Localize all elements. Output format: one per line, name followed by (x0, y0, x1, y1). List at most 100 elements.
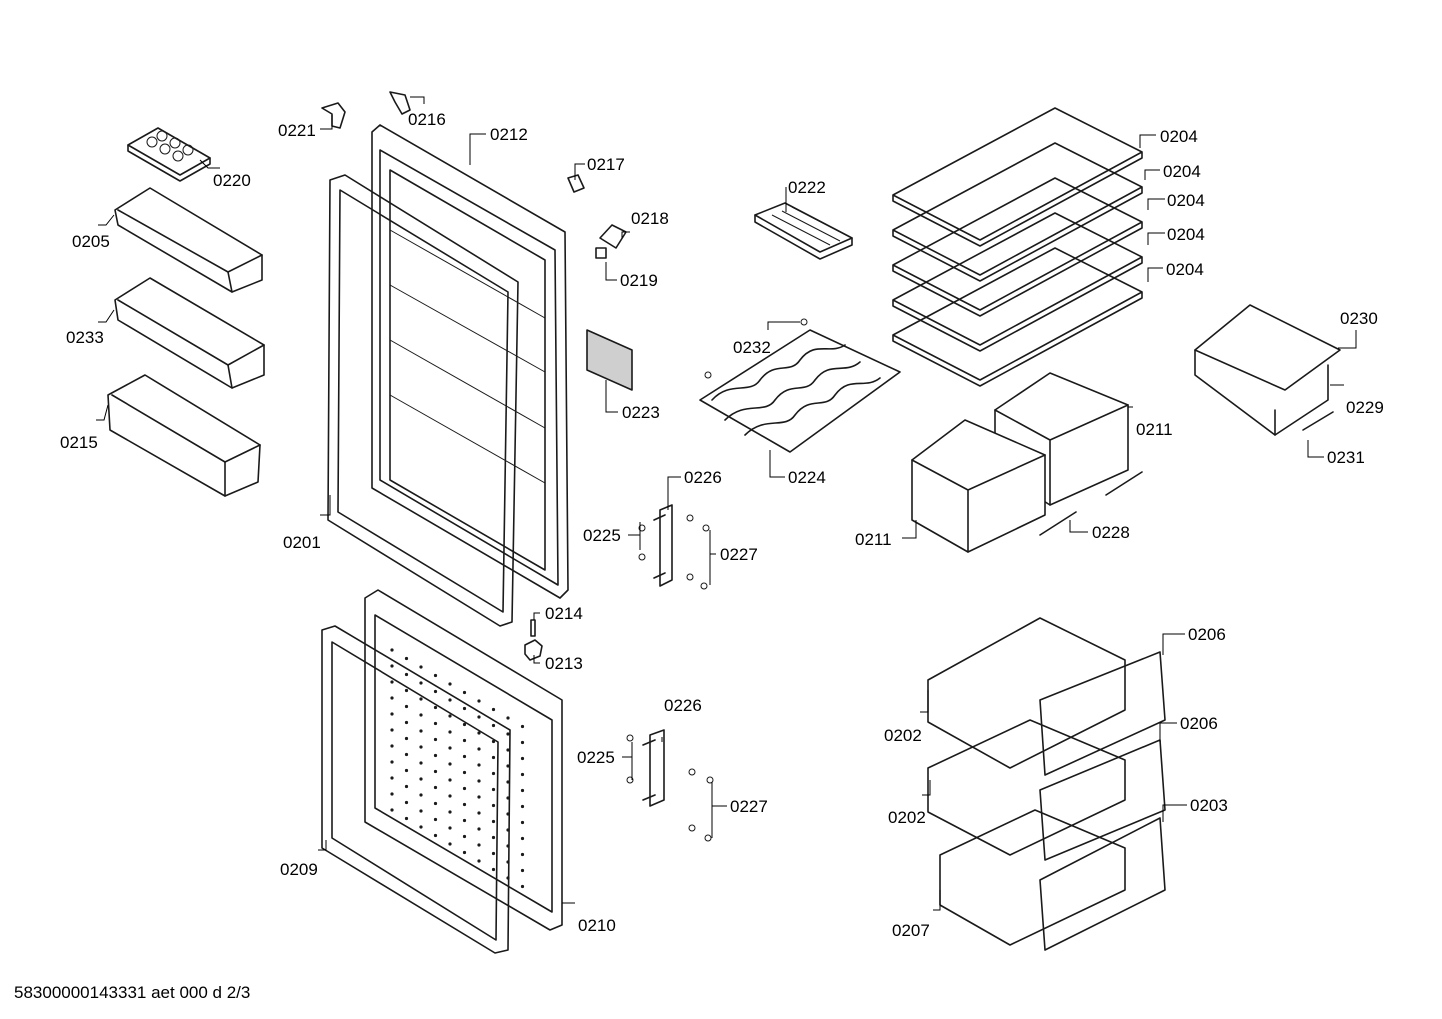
door-dot (404, 816, 409, 821)
callout-label-0211a: 0211 (1136, 420, 1173, 439)
door-dot (462, 818, 467, 823)
callout-leader-line (709, 530, 716, 555)
door-dot (477, 763, 481, 767)
door-dot (390, 664, 394, 668)
callout-leader-line (1162, 633, 1185, 655)
door-dot (506, 732, 510, 736)
callout-leader-line (96, 404, 109, 421)
callout-leader-line (410, 96, 425, 104)
callout-label-0226a: 0226 (684, 468, 722, 487)
door-dot (433, 737, 438, 742)
door-dot (404, 672, 409, 677)
callout-leader-line (1147, 198, 1165, 210)
freezer-drawer-middle-part (927, 719, 1166, 861)
door-dot (433, 769, 438, 774)
door-dot (477, 715, 481, 719)
door-dot (404, 704, 409, 709)
fridge-door-part (371, 124, 569, 599)
glass-shelves-part (892, 107, 1143, 387)
door-dot (390, 648, 394, 652)
callout-label-0212: 0212 (490, 125, 528, 144)
callout-label-0232: 0232 (733, 338, 771, 357)
egg-tray-part (127, 127, 211, 182)
door-dot (491, 739, 496, 744)
callout-leader-line (622, 742, 633, 758)
callout-label-0207: 0207 (892, 921, 930, 940)
door-dot (491, 867, 496, 872)
callout-label-0211b: 0211 (855, 530, 892, 549)
door-dot (491, 835, 496, 840)
door-dot (462, 706, 467, 711)
callout-label-0220: 0220 (213, 171, 251, 190)
callout-leader-line (933, 890, 941, 911)
door-dot (491, 819, 496, 824)
callout-label-0205: 0205 (72, 232, 110, 251)
callout-label-0233: 0233 (66, 328, 104, 347)
callout-leader-line (711, 782, 727, 807)
callout-label-0219: 0219 (620, 271, 658, 290)
door-dot (390, 776, 394, 780)
callout-label-0215: 0215 (60, 433, 98, 452)
door-dot (462, 786, 467, 791)
door-dot (462, 850, 467, 855)
freezer-door-gasket-part (321, 625, 511, 954)
door-dot (390, 712, 394, 716)
door-dot (477, 747, 481, 751)
door-dot (433, 721, 438, 726)
door-dot (491, 755, 496, 760)
footer-document-code: 58300000143331 aet 000 d 2/3 (14, 983, 250, 1002)
callout-label-0217: 0217 (587, 155, 625, 174)
callout-label-0204b: 0204 (1163, 162, 1201, 181)
callout-label-0209: 0209 (280, 860, 318, 879)
door-hinge-parts (321, 91, 627, 259)
door-dot (433, 817, 438, 822)
callout-leader-line (98, 309, 115, 323)
callout-label-0202b: 0202 (888, 808, 926, 827)
callout-label-0206a: 0206 (1188, 625, 1226, 644)
callout-leader-line (1162, 804, 1187, 822)
callout-label-0228: 0228 (1092, 523, 1130, 542)
door-dot (419, 697, 423, 701)
door-dot (404, 752, 409, 757)
door-dot (520, 836, 525, 841)
door-dot (506, 828, 510, 832)
door-shelf-bottom-part (107, 374, 261, 497)
door-dot (433, 801, 438, 806)
door-dot (506, 748, 510, 752)
callout-leader-line (1147, 267, 1163, 282)
door-dot (419, 745, 423, 749)
door-dot (419, 729, 423, 733)
callout-label-0202a: 0202 (884, 726, 922, 745)
door-dot (491, 723, 496, 728)
door-dot (477, 779, 481, 783)
door-shelf-middle-part (114, 277, 265, 389)
door-dot (448, 826, 452, 830)
door-dot (404, 736, 409, 741)
door-dot (404, 784, 409, 789)
door-dot (433, 833, 438, 838)
callout-label-0225b: 0225 (577, 748, 615, 767)
door-dot (506, 764, 510, 768)
callout-label-0210: 0210 (578, 916, 616, 935)
door-dot (520, 884, 525, 889)
callout-leader-line (1139, 134, 1156, 148)
callout-leader-line (605, 380, 618, 413)
door-dot (390, 744, 394, 748)
door-dot (477, 859, 481, 863)
door-dot (433, 785, 438, 790)
glass-shelf (892, 107, 1143, 247)
callout-leader-line (667, 476, 681, 510)
callout-leader-line (199, 159, 220, 169)
callout-leader-line (920, 690, 929, 713)
door-dot (404, 800, 409, 805)
callout-leader-line (98, 214, 115, 226)
callout-label-0201: 0201 (283, 533, 321, 552)
callout-leader-line (769, 450, 785, 478)
door-dot (506, 780, 510, 784)
callout-leader-line (574, 163, 585, 180)
door-dot (520, 852, 525, 857)
callout-leader-line (767, 321, 800, 330)
door-dot (520, 756, 525, 761)
callout-label-0204e: 0204 (1166, 260, 1204, 279)
storage-bin-left-part (911, 419, 1046, 553)
